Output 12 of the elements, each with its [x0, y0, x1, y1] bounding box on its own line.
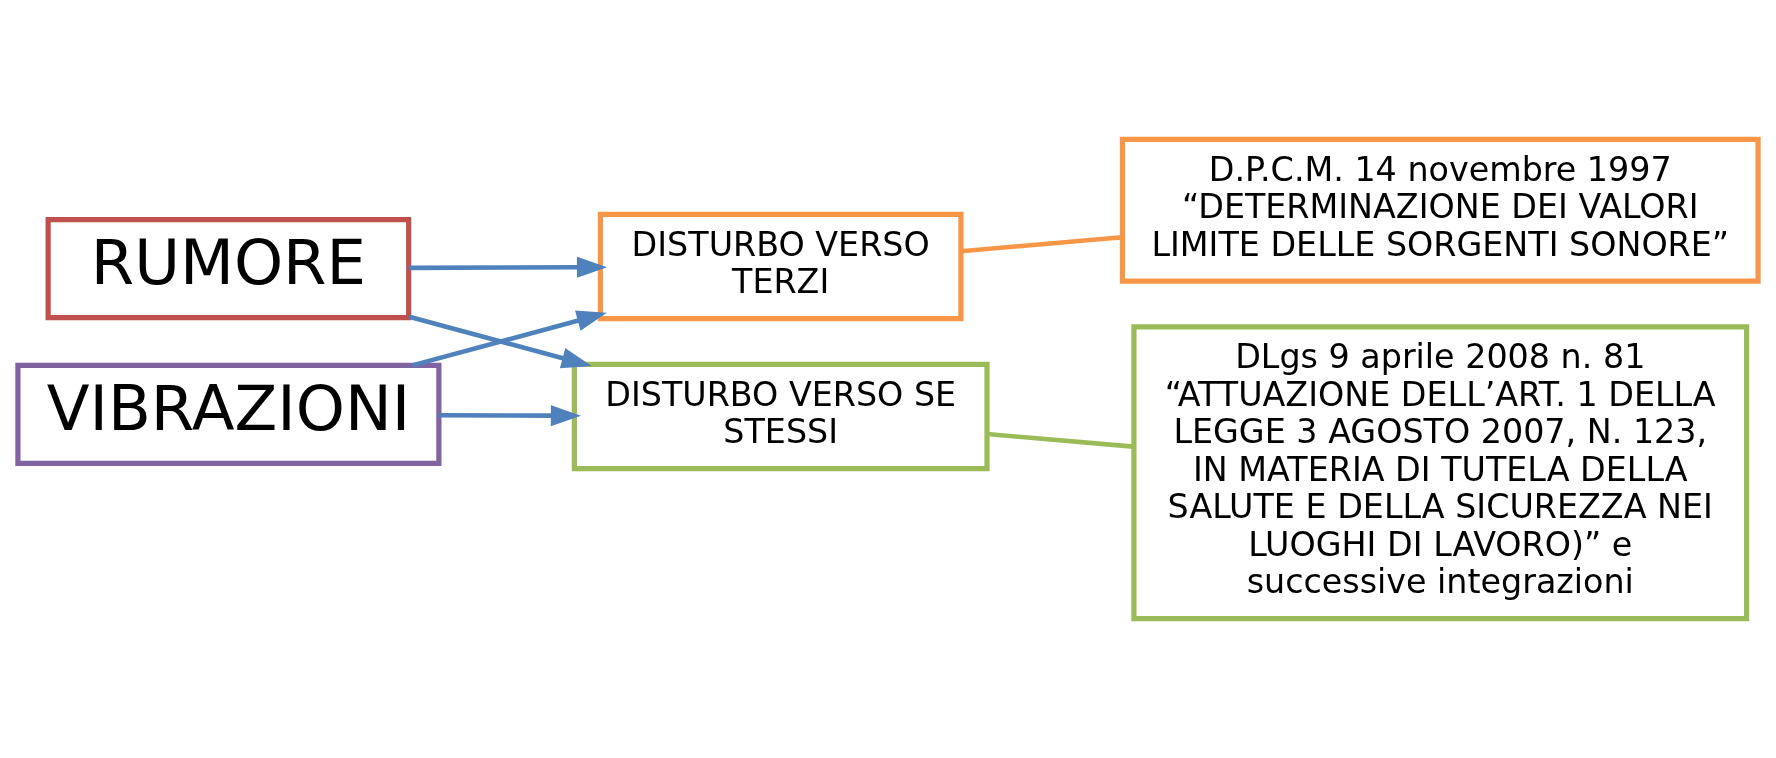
node-box: VIBRAZIONI — [15, 362, 442, 466]
node-box: DLgs 9 aprile 2008 n. 81 “ATTUAZIONE DELL’ART. 1 DELLA LEGGE 3 AGOSTO 2007, N. 123, IN MATERIA DI TUTELA DELLA SALUTE E DELLA SICUREZZA NEI LUOGHI DI LAVORO)” e successive integrazioni — [1131, 324, 1750, 622]
node-box: D.P.C.M. 14 novembre 1997 “DETERMINAZIONE DEI VALORI LIMITE DELLE SORGENTI SONORE” — [1119, 136, 1761, 284]
arrow — [439, 405, 581, 427]
node-box: DISTURBO VERSO SE STESSI — [571, 361, 990, 472]
node-box: DISTURBO VERSO TERZI — [597, 211, 964, 322]
arrow — [411, 310, 607, 368]
connector — [960, 235, 1123, 254]
node-box: RUMORE — [45, 216, 412, 321]
arrow — [409, 256, 608, 278]
arrow — [408, 314, 592, 369]
connector — [987, 431, 1134, 449]
